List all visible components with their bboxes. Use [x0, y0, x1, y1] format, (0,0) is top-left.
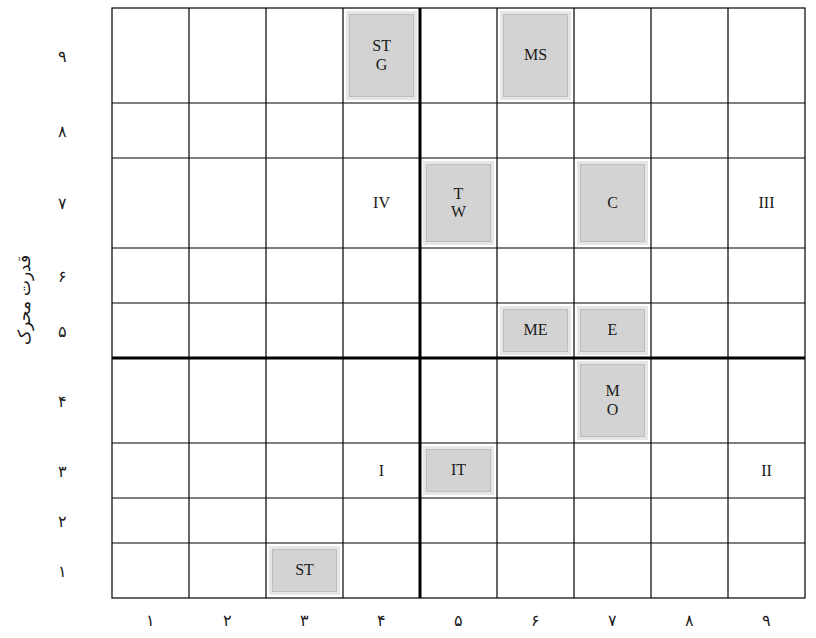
- quadrant: II: [761, 462, 772, 480]
- x-tick: ۲: [223, 611, 232, 630]
- y-tick: ۷: [58, 194, 67, 213]
- cell-code: M O: [605, 382, 619, 419]
- cell-code: C: [607, 194, 618, 212]
- grid-border: [112, 8, 805, 598]
- x-tick: ۴: [377, 611, 386, 630]
- x-tick: ۶: [531, 611, 540, 630]
- y-tick: ۴: [58, 391, 67, 410]
- shaded-cell: ST: [269, 546, 340, 595]
- x-tick: ۵: [454, 611, 463, 630]
- cell-code: T W: [451, 185, 466, 222]
- quadrant-axes: [112, 8, 805, 598]
- cell-code: MS: [524, 46, 547, 64]
- shaded-cell: M O: [577, 361, 648, 440]
- axis-title: قدرت محرک: [14, 255, 35, 344]
- y-tick: ۵: [58, 321, 67, 340]
- x-tick: ۸: [685, 611, 694, 630]
- shaded-cell: ME: [500, 306, 571, 355]
- y-tick: ۹: [58, 46, 67, 65]
- y-tick: ۸: [58, 121, 67, 140]
- cell-code: ME: [524, 321, 548, 339]
- quadrant: I: [379, 462, 384, 480]
- shaded-cell: ST G: [346, 11, 417, 100]
- x-tick: ۱: [146, 611, 155, 630]
- cell-code: E: [608, 321, 618, 339]
- grid-lines: [112, 8, 805, 598]
- x-tick: ۳: [300, 611, 309, 630]
- y-tick: ۳: [58, 461, 67, 480]
- cell-code: ST: [295, 561, 314, 579]
- y-tick: ۱: [58, 561, 67, 580]
- quadrant: III: [759, 194, 775, 212]
- y-tick: ۲: [58, 511, 67, 530]
- shaded-cell: T W: [423, 161, 494, 245]
- cell-code: ST G: [372, 37, 390, 74]
- x-tick: ۹: [762, 611, 771, 630]
- shaded-cell: C: [577, 161, 648, 245]
- x-tick: ۷: [608, 611, 617, 630]
- shaded-cell: IT: [423, 446, 494, 495]
- shaded-cell: MS: [500, 11, 571, 100]
- y-tick: ۶: [58, 266, 67, 285]
- cell-code: IT: [451, 461, 466, 479]
- quadrant: IV: [373, 194, 390, 212]
- shaded-cell: E: [577, 306, 648, 355]
